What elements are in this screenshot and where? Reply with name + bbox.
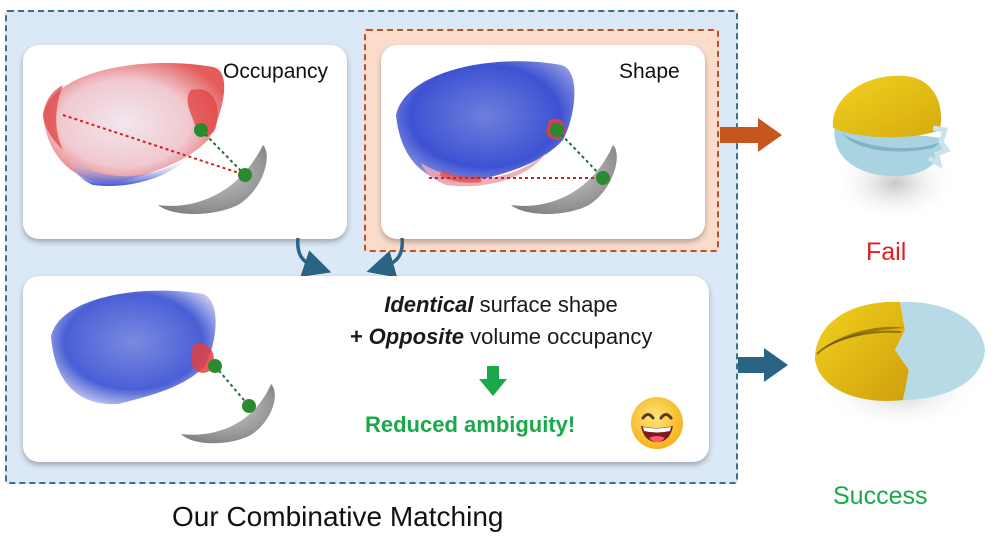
combined-blob bbox=[51, 290, 216, 405]
merge-arrows bbox=[296, 237, 404, 278]
blue-shell-success bbox=[895, 301, 985, 400]
grinning-face-icon bbox=[631, 397, 683, 449]
shape-label: Shape bbox=[619, 60, 680, 83]
combined-pointcloud bbox=[51, 290, 275, 444]
grey-fragment bbox=[158, 145, 267, 214]
shape-blob bbox=[396, 61, 575, 184]
yellow-shell-fail bbox=[832, 75, 942, 138]
opposite-line: + Opposite volume occupancy bbox=[291, 324, 711, 350]
reduced-ambiguity-text: Reduced ambiguity! bbox=[365, 412, 576, 437]
grey-fragment bbox=[181, 384, 275, 444]
success-label: Success bbox=[833, 482, 928, 510]
identical-rest: surface shape bbox=[479, 292, 618, 317]
opposite-keyword: Opposite bbox=[368, 324, 464, 349]
down-arrow-icon bbox=[479, 366, 507, 396]
occupancy-label: Occupancy bbox=[223, 60, 329, 83]
fail-arrow bbox=[720, 118, 782, 152]
fail-label: Fail bbox=[866, 238, 907, 266]
shape-merge-arrow bbox=[366, 237, 404, 278]
shape-pointcloud bbox=[396, 61, 617, 214]
grey-fragment bbox=[511, 145, 617, 214]
identical-line: Identical surface shape bbox=[291, 292, 711, 318]
yellow-shell-success bbox=[815, 301, 909, 401]
figure-caption: Our Combinative Matching bbox=[172, 501, 504, 532]
successful-assembly-render bbox=[815, 301, 985, 430]
combined-card: Identical surface shape + Opposite volum… bbox=[23, 276, 709, 462]
occupancy-card: Occupancy bbox=[23, 45, 347, 239]
plus-sign: + bbox=[349, 324, 369, 349]
occupancy-pointcloud bbox=[43, 63, 267, 214]
opposite-rest: volume occupancy bbox=[470, 324, 653, 349]
identical-keyword: Identical bbox=[384, 292, 474, 317]
shape-card: Shape bbox=[381, 45, 705, 239]
occupancy-merge-arrow bbox=[296, 237, 332, 277]
failed-assembly-render bbox=[832, 75, 957, 223]
success-arrow bbox=[738, 348, 788, 382]
